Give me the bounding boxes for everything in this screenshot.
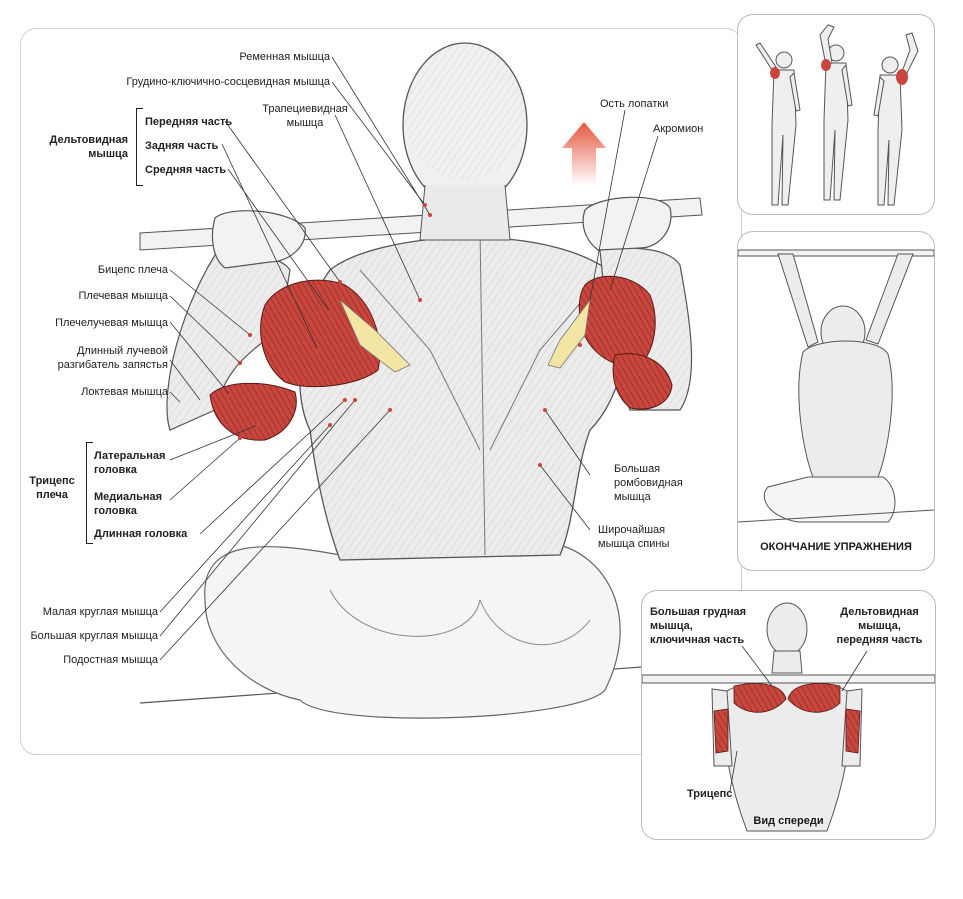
label-sternocleidomastoid: Грудино-ключично-сосцевидная мышца: [126, 76, 330, 88]
label-teres-major: Большая круглая мышца: [30, 630, 158, 642]
direction-arrow-icon: [562, 122, 606, 185]
label-acromion: Акромион: [653, 123, 704, 135]
marker-dots: [228, 203, 582, 467]
label-infraspinatus: Подостная мышца: [63, 654, 158, 666]
label-deltoid-group: Дельтовидная мышца: [49, 134, 128, 160]
right-scapula-spine: [547, 299, 591, 369]
label-latissimus: Широчайшая мышца спины: [598, 524, 670, 550]
hips-shape: [204, 544, 621, 719]
stretch-figures-panel: [737, 14, 935, 215]
label-triceps-long: Длинная головка: [94, 528, 188, 540]
label-triceps-group: Трицепс плеча: [29, 475, 75, 501]
end-of-exercise-art: [738, 249, 934, 523]
label-triceps-medial: Медиальная головка: [94, 491, 163, 517]
triceps-bracket: [86, 442, 93, 544]
head-shape: [402, 40, 528, 241]
label-biceps: Бицепс плеча: [97, 264, 168, 276]
label-trapezius: Трапециевидная мышца: [262, 103, 348, 129]
label-scapular-spine: Ость лопатки: [600, 98, 669, 110]
front-view-art: [642, 602, 935, 832]
left-arm-shape: [166, 210, 306, 431]
left-hand-shape: [211, 210, 306, 269]
right-triceps-highlight: [612, 353, 673, 410]
stretch-figures-art: [755, 24, 919, 206]
front-view-caption: Вид спереди: [753, 815, 824, 827]
left-triceps-highlight: [209, 382, 297, 441]
label-extensor-carpi: Длинный лучевой разгибатель запястья: [57, 345, 168, 371]
label-brachialis: Плечевая мышца: [78, 290, 169, 302]
end-of-exercise-panel: ОКОНЧАНИЕ УПРАЖНЕНИЯ: [737, 231, 935, 571]
label-triceps-lateral: Латеральная головка: [94, 450, 166, 476]
label-teres-minor: Малая круглая мышца: [42, 606, 158, 618]
label-deltoid-rear: Задняя часть: [145, 140, 219, 152]
label-rhomboid: Большая ромбовидная мышца: [614, 463, 683, 503]
label-brachioradialis: Плечелучевая мышца: [55, 317, 168, 329]
deltoid-bracket: [136, 108, 143, 186]
label-anconeus: Локтевая мышца: [81, 386, 168, 398]
left-scapula-spine: [339, 299, 411, 373]
front-view-panel: Большая грудная мышца, ключичная часть Д…: [641, 590, 936, 840]
label-deltoid-front: Передняя часть: [145, 116, 233, 128]
label-front-pectoral: Большая грудная мышца, ключичная часть: [650, 606, 747, 646]
label-deltoid-middle: Средняя часть: [145, 164, 227, 176]
left-deltoid-highlight: [260, 279, 381, 388]
label-front-deltoid: Дельтовидная мышца, передняя часть: [836, 606, 923, 646]
leader-lines: [159, 56, 659, 661]
right-hand-shape: [582, 196, 672, 251]
label-splenius: Ременная мышца: [239, 51, 330, 63]
end-of-exercise-caption: ОКОНЧАНИЕ УПРАЖНЕНИЯ: [760, 541, 912, 553]
label-front-triceps: Трицепс: [687, 788, 733, 800]
